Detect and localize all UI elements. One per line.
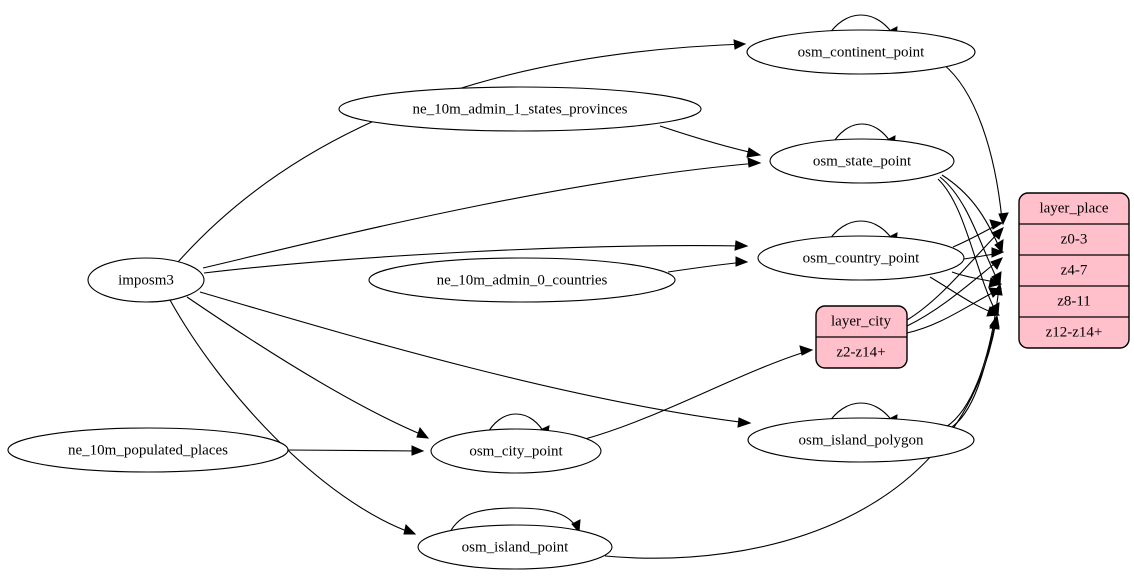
node-osm-state-point-label: osm_state_point xyxy=(813,153,912,169)
node-osm-island-point-label: osm_island_point xyxy=(462,539,570,555)
node-layer: imposm3 ne_10m_admin_1_states_provinces … xyxy=(7,29,976,570)
node-ne-10m-admin-1-states-provinces-label: ne_10m_admin_1_states_provinces xyxy=(413,101,628,117)
edge-osm-country-point-to-layer-place-z12 xyxy=(929,276,1001,317)
edge-ne-states-to-osm-state-point xyxy=(659,125,762,158)
edge-osm-country-point-to-layer-place-z0-3 xyxy=(952,219,1004,248)
node-osm-country-point[interactable]: osm_country_point xyxy=(757,235,965,281)
node-imposm3-label: imposm3 xyxy=(118,272,174,288)
edge-layer-city-to-layer-place-z8-11 xyxy=(906,287,1003,334)
node-osm-island-point[interactable]: osm_island_point xyxy=(417,524,613,570)
edge-imposm3-to-osm-state-point xyxy=(202,157,762,269)
edge-ne-populated-to-osm-city-point xyxy=(287,445,425,456)
edge-imposm3-to-osm-continent-point xyxy=(177,39,747,263)
node-imposm3[interactable]: imposm3 xyxy=(87,257,205,303)
record-layer-place-row-z0-3[interactable]: z0-3 xyxy=(1061,231,1088,247)
edge-ne-countries-to-osm-country-point xyxy=(667,256,749,273)
edge-imposm3-to-osm-island-point xyxy=(169,299,417,535)
edge-imposm3-to-osm-city-point xyxy=(186,296,430,439)
node-osm-continent-point[interactable]: osm_continent_point xyxy=(746,29,976,75)
record-layer-place-header: layer_place xyxy=(1039,200,1108,216)
record-layer-place[interactable]: layer_place z0-3 z4-7 z8-11 z12-z14+ xyxy=(1018,192,1130,349)
edge-osm-state-point-to-layer-place-z4-7 xyxy=(941,174,1004,254)
node-osm-state-point[interactable]: osm_state_point xyxy=(769,138,955,184)
edge-layer-city-to-layer-place-z4-7 xyxy=(906,257,1003,327)
record-layer: layer_place z0-3 z4-7 z8-11 z12-z14+ lay… xyxy=(815,192,1130,369)
edge-layer xyxy=(169,14,1009,559)
record-layer-place-row-z8-11[interactable]: z8-11 xyxy=(1057,293,1091,309)
node-osm-country-point-label: osm_country_point xyxy=(803,250,920,266)
edge-osm-country-point-to-layer-place-z4-7 xyxy=(963,247,1005,260)
edge-layer-city-to-layer-place-z0-3 xyxy=(906,227,1004,321)
record-layer-place-row-z4-7[interactable]: z4-7 xyxy=(1061,262,1088,278)
record-layer-city[interactable]: layer_city z2-z14+ xyxy=(815,305,908,369)
node-ne-10m-admin-0-countries[interactable]: ne_10m_admin_0_countries xyxy=(368,257,676,303)
node-osm-city-point-label: osm_city_point xyxy=(469,443,563,459)
record-layer-city-row-z2-z14plus[interactable]: z2-z14+ xyxy=(836,344,885,360)
edge-osm-city-point-to-layer-city-z2 xyxy=(584,345,814,440)
record-layer-city-header: layer_city xyxy=(831,313,891,329)
edge-osm-island-point-to-layer-place-z12 xyxy=(604,316,1000,559)
node-osm-island-polygon-label: osm_island_polygon xyxy=(798,432,924,448)
edge-osm-continent-point-to-layer-place-z0-3 xyxy=(942,63,1009,226)
node-ne-10m-populated-places[interactable]: ne_10m_populated_places xyxy=(7,427,289,473)
edge-imposm3-to-osm-country-point xyxy=(203,240,749,274)
node-ne-10m-populated-places-label: ne_10m_populated_places xyxy=(68,442,228,458)
record-layer-place-row-z12-z14plus[interactable]: z12-z14+ xyxy=(1046,324,1103,340)
node-ne-10m-admin-0-countries-label: ne_10m_admin_0_countries xyxy=(437,272,608,288)
edge-osm-country-point-to-layer-place-z8-11 xyxy=(951,271,1003,288)
node-osm-island-polygon[interactable]: osm_island_polygon xyxy=(747,417,975,463)
edge-imposm3-to-osm-island-polygon xyxy=(199,291,752,428)
edge-self-osm-island-point xyxy=(449,507,581,534)
node-ne-10m-admin-1-states-provinces[interactable]: ne_10m_admin_1_states_provinces xyxy=(338,86,702,132)
node-osm-city-point[interactable]: osm_city_point xyxy=(430,428,602,474)
node-osm-continent-point-label: osm_continent_point xyxy=(798,44,925,60)
